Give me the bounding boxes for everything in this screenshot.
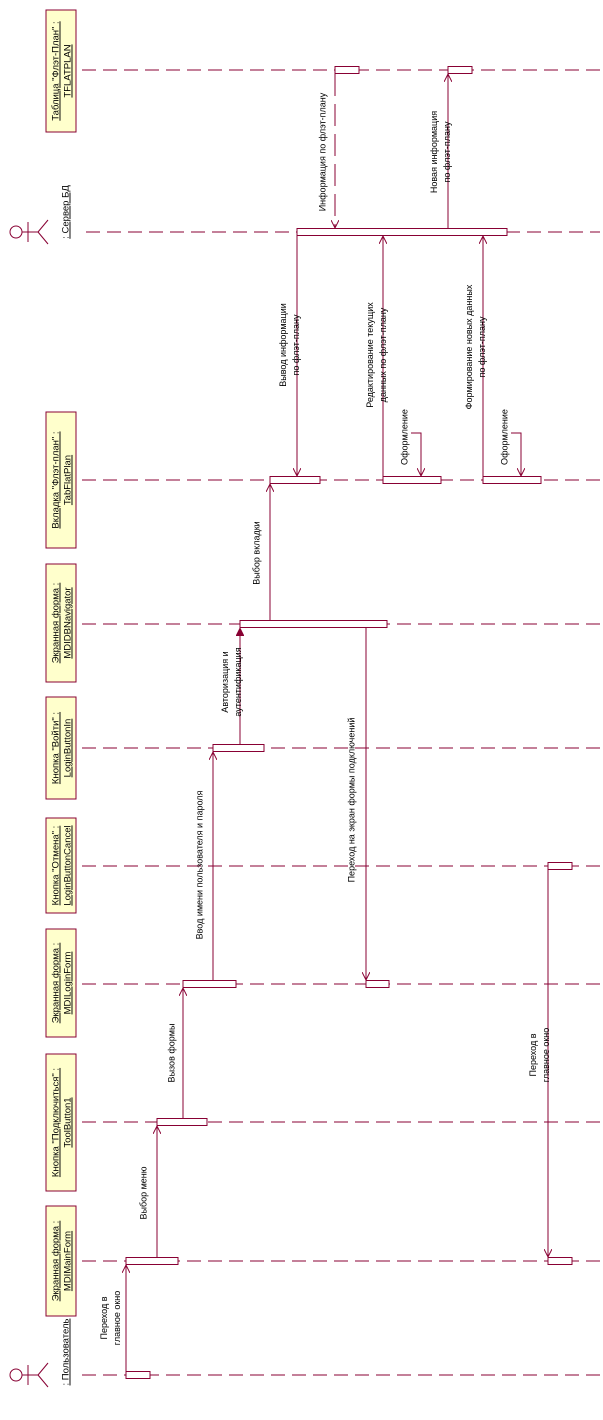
message-label: Редактирование текущих <box>365 302 375 408</box>
activation-bar <box>382 476 442 484</box>
message-label: по флэт-плану <box>477 316 487 377</box>
participant-label: MDILoginForm <box>63 952 74 1015</box>
message-label: Переход на экран формы подключений <box>346 718 356 883</box>
participant-label: Кнопка "Подключиться" : <box>51 1068 62 1177</box>
participant-box <box>45 411 77 549</box>
participant-label: TFLATPLAN <box>63 44 74 97</box>
activation-bar <box>269 476 321 484</box>
participant-label: Экранная форма : <box>51 583 62 664</box>
participant-label: : Пользователь <box>61 1318 72 1385</box>
participant-label: : Сервер БД <box>61 185 72 239</box>
participant-tab_flatplan: Вкладка "Флэт-план" :TabFlatPlan <box>45 411 77 549</box>
activation-bar <box>482 476 542 484</box>
message-enter-credentials: Ввод имени пользователя и пароля <box>194 752 213 980</box>
participant-login_button_in: Кнопка "Войти" :LoginButtonIn <box>45 696 77 800</box>
message-label: Авторизация и <box>220 651 230 712</box>
activation-bar <box>547 862 573 870</box>
participant-label: TabFlatPlan <box>63 455 74 505</box>
participant-label: Кнопка "Войти" : <box>51 712 62 784</box>
message-label: по флэт-плану <box>442 121 452 182</box>
participant-toolbutton1: Кнопка "Подключиться" :ToolButton1 <box>45 1053 77 1192</box>
participant-box <box>45 817 77 914</box>
message-label: Новая информация <box>429 111 439 193</box>
participant-label: Кнопка "Отмена" : <box>51 826 62 906</box>
participant-label: LoginButtonCancel <box>63 825 74 905</box>
message-label: данных по флэт-плану <box>378 307 388 402</box>
participant-box <box>45 1053 77 1192</box>
participant-table_flatplan: Таблица "Флэт-План" :TFLATPLAN <box>45 9 77 133</box>
activation-bars <box>125 66 573 1379</box>
participant-user: : Пользователь <box>9 1318 72 1388</box>
message-label: главное окно <box>112 1291 122 1346</box>
participant-label: Вкладка "Флэт-план" : <box>51 431 62 528</box>
message-label: Информация по флэт-плану <box>317 92 327 211</box>
participant-label: ToolButton1 <box>63 1097 74 1147</box>
activation-bar <box>125 1371 151 1379</box>
message-label: Выбор вкладки <box>251 521 261 584</box>
participant-label: Экранная форма : <box>51 1221 62 1302</box>
message-format-1: Оформление <box>399 409 421 476</box>
participant-box <box>45 563 77 683</box>
participant-mdiloginform: Экранная форма :MDILoginForm <box>45 928 77 1038</box>
activation-bar <box>239 620 388 628</box>
message-arrow <box>511 432 521 476</box>
message-form-call: Вызов формы <box>166 988 183 1118</box>
participant-label: MDIMainForm <box>63 1231 74 1291</box>
message-label: Ввод имени пользователя и пароля <box>194 790 204 939</box>
message-label: Формирование новых данных <box>464 284 474 409</box>
activation-bar <box>182 980 237 988</box>
message-label: Выбор меню <box>138 1166 148 1219</box>
message-menu-select: Выбор меню <box>138 1126 157 1257</box>
message-format-2: Оформление <box>499 409 521 476</box>
activation-bar <box>156 1118 208 1126</box>
actor-icon <box>9 1362 49 1388</box>
participant-mdimainform: Экранная форма :MDIMainForm <box>45 1205 77 1317</box>
message-label: Оформление <box>399 409 409 465</box>
message-label: Переход в <box>99 1296 109 1339</box>
message-label: по флэт-плану <box>291 314 301 375</box>
participant-box <box>45 928 77 1038</box>
lifelines <box>82 69 600 1376</box>
actor-icon <box>9 219 49 245</box>
participant-mdidbnavigator: Экранная форма :MDIDBNavigator <box>45 563 77 683</box>
activation-bar <box>125 1257 179 1265</box>
activation-bar <box>447 66 473 74</box>
message-arrow <box>411 432 421 476</box>
message-label: Переход в <box>528 1033 538 1076</box>
message-label: главное окно <box>541 1028 551 1083</box>
participant-label: Экранная форма : <box>51 943 62 1024</box>
participant-box <box>45 696 77 800</box>
message-tab-select: Выбор вкладки <box>251 484 270 620</box>
message-label: Вывод информации <box>278 303 288 387</box>
participant-label: Таблица "Флэт-План" : <box>51 21 62 120</box>
participant-label: MDIDBNavigator <box>63 587 74 658</box>
message-label: Оформление <box>499 409 509 465</box>
participant-label: LoginButtonIn <box>63 719 74 778</box>
message-label: аутентификация <box>233 647 243 716</box>
activation-bar <box>365 980 390 988</box>
participant-login_button_cancel: Кнопка "Отмена" :LoginButtonCancel <box>45 817 77 914</box>
participant-box <box>45 9 77 133</box>
activation-bar <box>212 744 265 752</box>
activation-bar <box>547 1257 573 1265</box>
participants: Таблица "Флэт-План" :TFLATPLAN : Сервер Б… <box>9 9 77 1388</box>
activation-bar <box>296 228 508 236</box>
message-label: Вызов формы <box>166 1024 176 1083</box>
message-flatplan-info: Информация по флэт-плану <box>317 74 335 228</box>
participant-db_server: : Сервер БД <box>9 185 72 245</box>
activation-bar <box>334 66 360 74</box>
message-go-connection-screen: Переход на экран формы подключений <box>346 628 366 980</box>
participant-box <box>45 1205 77 1317</box>
